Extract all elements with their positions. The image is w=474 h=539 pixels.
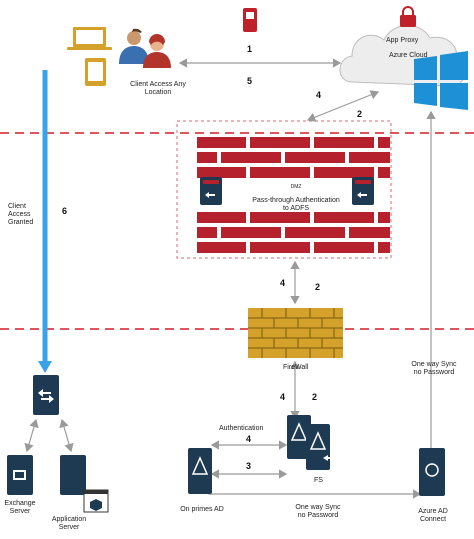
step-2-mid: 2 bbox=[315, 282, 321, 292]
tablet-icon bbox=[85, 58, 106, 86]
application-server-label: Application Server bbox=[51, 516, 87, 532]
step-5: 5 bbox=[247, 76, 253, 86]
app-proxy-label: App Proxy bbox=[386, 37, 419, 44]
azure-cloud-label: Azure Cloud bbox=[389, 52, 428, 59]
step-1: 1 bbox=[247, 44, 253, 54]
arrow-exchange bbox=[24, 418, 39, 453]
server-icon bbox=[60, 455, 86, 495]
laptop-icon bbox=[67, 27, 112, 50]
flow-arrows bbox=[24, 58, 436, 499]
brick-wall-icon bbox=[197, 137, 390, 178]
users-icon bbox=[119, 28, 171, 68]
client-access-label: Client Access Any Location bbox=[130, 81, 186, 97]
authentication-label: Authentication bbox=[219, 425, 264, 432]
step-2-low: 2 bbox=[312, 392, 318, 402]
client-access-granted-label: Client Access Granted bbox=[8, 203, 34, 227]
arrow-sync-bottom bbox=[208, 489, 422, 499]
arrow-access-granted-head bbox=[38, 361, 52, 373]
server-icon bbox=[7, 455, 33, 495]
azure-ad-connect-label: Azure AD Connect bbox=[418, 508, 448, 524]
arrow-app-server bbox=[59, 418, 74, 453]
server-icon bbox=[419, 448, 445, 496]
step-3: 3 bbox=[246, 461, 252, 471]
firewall-icon bbox=[248, 308, 343, 358]
arrow-step-4-top bbox=[306, 90, 380, 122]
phone-icon bbox=[243, 8, 257, 32]
step-4-mid: 4 bbox=[280, 278, 286, 288]
dmz-label: DMZ bbox=[290, 184, 302, 190]
step-4-auth: 4 bbox=[246, 434, 252, 444]
server-icon bbox=[33, 375, 59, 415]
one-way-sync-right-label: One way Sync no Password bbox=[411, 361, 457, 377]
server-icon bbox=[352, 177, 374, 205]
firewall-label: FireWall bbox=[283, 364, 309, 371]
step-2-top: 2 bbox=[357, 109, 363, 119]
step-4-top: 4 bbox=[316, 90, 322, 100]
lock-icon bbox=[400, 6, 416, 27]
server-icon bbox=[306, 424, 334, 470]
application-window-icon bbox=[83, 489, 109, 513]
exchange-server-label: Exchange Server bbox=[4, 500, 36, 516]
one-way-sync-bottom-label: One way Sync no Password bbox=[295, 504, 341, 520]
step-6: 6 bbox=[62, 206, 68, 216]
passthrough-label: Pass-through Authentication to ADFS bbox=[252, 197, 340, 213]
step-4-low: 4 bbox=[280, 392, 286, 402]
fs-label: FS bbox=[314, 477, 323, 484]
server-icon bbox=[200, 177, 222, 205]
windows-logo-icon bbox=[414, 51, 468, 110]
brick-wall-icon bbox=[197, 212, 390, 253]
on-prem-ad-label: On primes AD bbox=[180, 506, 224, 513]
dmz-zone bbox=[176, 120, 392, 259]
server-icon bbox=[287, 415, 311, 459]
server-icon bbox=[188, 448, 212, 494]
